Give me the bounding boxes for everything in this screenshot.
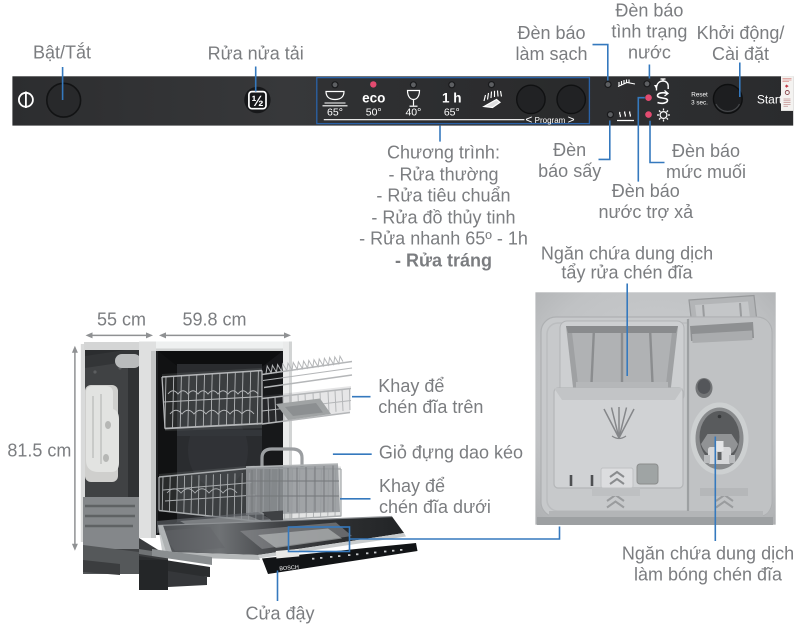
svg-text:Start: Start [757,93,783,107]
svg-text:40°: 40° [405,106,421,118]
svg-text:eco: eco [362,91,385,106]
svg-text:3 sec.: 3 sec. [691,99,708,106]
svg-text:BOSCH: BOSCH [279,565,299,573]
svg-text:50°: 50° [366,106,382,118]
svg-text:1 h: 1 h [442,91,462,106]
svg-text:½: ½ [252,94,264,110]
svg-text:< Program >: < Program > [525,113,574,127]
svg-text:65°: 65° [327,106,343,118]
svg-text:65°: 65° [444,106,460,118]
svg-text:Reset: Reset [691,92,708,99]
